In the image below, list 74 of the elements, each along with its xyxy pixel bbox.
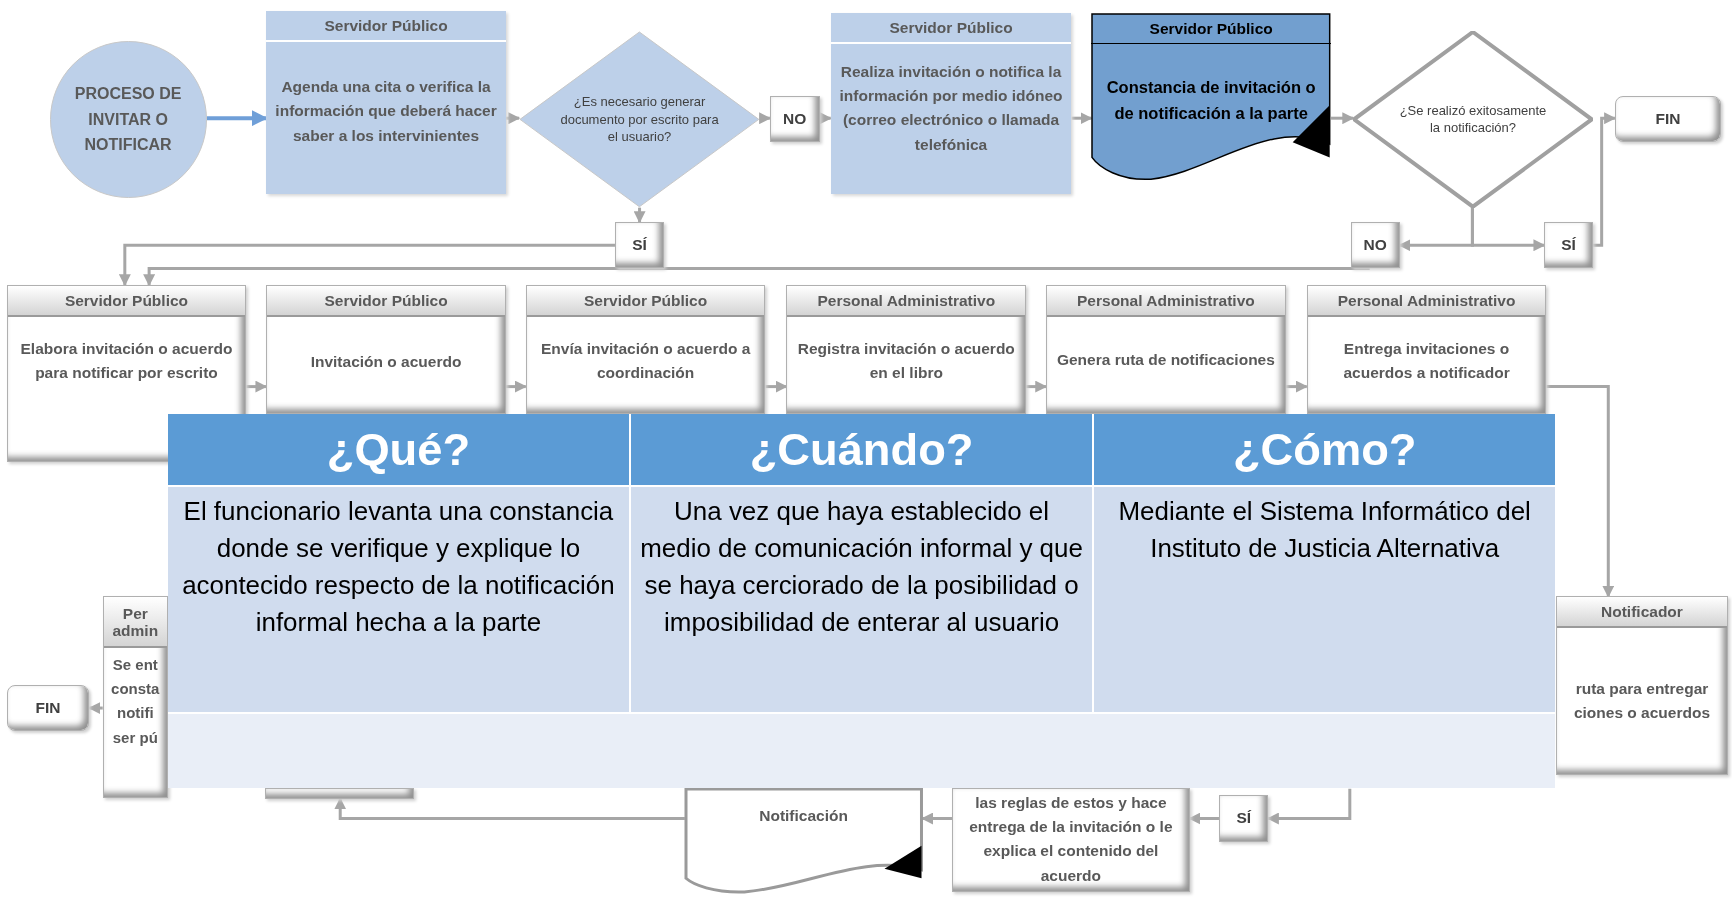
process-box (952, 787, 1190, 893)
answer-label: SÍ (1219, 795, 1269, 842)
arrow (765, 380, 788, 393)
process-box (6, 285, 247, 462)
step-text: PROCESO DE INVITAR O NOTIFICAR (73, 84, 183, 155)
arrow (1592, 112, 1617, 247)
column-heading: ¿Cuándo? (631, 414, 1093, 485)
process-box (786, 285, 1027, 415)
table-cell: Una vez que haya establecido el medio de comunicación informal y que se haya cerciorado de la posibilidad o imposibilidad de enterar al usuario (631, 486, 1093, 713)
step-text: Realiza invitación o notifica la información por medio idóneo (correo electrónico o llamada telefónica (838, 61, 1064, 155)
lane-header: Per admin (103, 597, 167, 649)
end-terminal: FIN (1614, 96, 1721, 143)
process-box (525, 285, 766, 415)
question-text: ¿Se realizó exitosamente la notificación? (1398, 101, 1548, 137)
step-text: Agenda una cita o verifica la información que deberá hacer saber a los intervinientes (274, 77, 498, 146)
answer-label: SÍ (615, 222, 664, 269)
table-cell: Mediante el Sistema Informático del Instituto de Justicia Alternativa (1094, 486, 1556, 713)
step-text: Registra invitación o acuerdo en el libro (796, 338, 1016, 384)
arrow (633, 207, 646, 224)
lane-header: Personal Administrativo (1047, 286, 1285, 317)
arrow (88, 702, 103, 715)
answer-label: SÍ (1544, 222, 1593, 269)
arrow (1266, 788, 1352, 825)
arrow (118, 243, 616, 287)
arrow (1546, 385, 1615, 598)
column-heading: ¿Qué? (167, 414, 629, 485)
arrow (1188, 812, 1220, 825)
process-box (266, 11, 506, 195)
lane-header: Personal Administrativo (1307, 286, 1546, 317)
lane-header: Servidor Público (526, 286, 765, 317)
process-box (265, 787, 415, 799)
arrow (1071, 112, 1093, 125)
lane-header: Servidor Público (267, 286, 505, 317)
arrow (505, 380, 527, 393)
step-text: las reglas de estos y hace entrega de la invitación o le explica el contenido del acuerdo (968, 792, 1174, 886)
process-box (1046, 285, 1286, 415)
process-box (1556, 596, 1728, 776)
table-cell: El funcionario levanta una constancia donde se verifique y explique lo acontecido respecto de la notificación informal hecha a la parte (167, 486, 629, 713)
step-text: Elabora invitación o acuerdo para notificar por escrito (19, 338, 234, 384)
column-heading: ¿Cómo? (1094, 414, 1556, 485)
process-box (830, 13, 1072, 195)
arrow (819, 112, 832, 125)
arrow (143, 266, 1372, 287)
arrow (1285, 380, 1308, 393)
question-text: ¿Es necesario generar documento por escrito para el usuario? (560, 92, 719, 146)
process-box (102, 596, 168, 798)
step-text: Constancia de invitación o de notificación a la parte (1105, 77, 1317, 124)
lane-header: Personal Administrativo (787, 286, 1026, 317)
step-text: Notificación (758, 806, 849, 826)
step-text: Entrega invitaciones o acuerdos a notificador (1342, 338, 1511, 384)
arrow (921, 812, 953, 825)
step-text: Invitación o acuerdo (309, 352, 463, 373)
process-box (1306, 285, 1547, 415)
lane-header: Notificador (1557, 597, 1727, 629)
step-text: Envía invitación o acuerdo a coordinación (539, 338, 752, 384)
arrow (759, 112, 772, 125)
lane-header: Servidor Público (266, 11, 506, 42)
lane-header: Servidor Público (7, 286, 246, 317)
arrow (1331, 112, 1355, 125)
lane-header: Servidor Público (830, 13, 1072, 45)
process-box (266, 285, 506, 415)
step-text: Se ent consta notifi ser pú (110, 654, 161, 748)
arrow (1398, 207, 1474, 252)
arrow (206, 110, 268, 127)
end-terminal: FIN (6, 684, 90, 732)
arrow (505, 112, 521, 125)
arrow (246, 380, 268, 393)
arrow (334, 797, 685, 820)
arrow (1026, 380, 1048, 393)
step-text: ruta para entregar ciones o acuerdos (1572, 679, 1711, 724)
lane-header: Servidor Público (1091, 13, 1331, 45)
step-text: Genera ruta de notificaciones (1055, 349, 1276, 370)
answer-label: NO (1350, 222, 1400, 269)
answer-label: NO (769, 96, 820, 143)
